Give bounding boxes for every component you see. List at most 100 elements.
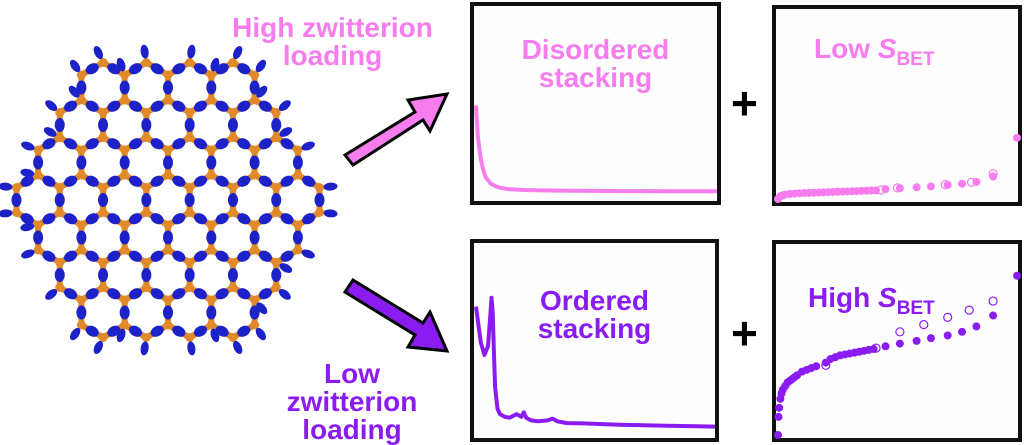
linker-unit [237, 250, 251, 262]
node-unit [228, 183, 238, 192]
linker-unit [206, 155, 217, 170]
node-unit [120, 295, 130, 305]
linker-unit [280, 138, 294, 150]
node-unit [271, 283, 281, 292]
node-unit [250, 220, 260, 230]
node-unit [228, 108, 238, 117]
node-unit [163, 145, 173, 155]
linker-unit [20, 213, 34, 225]
linker-unit [11, 193, 22, 207]
desorption-point [988, 169, 998, 179]
node-unit [163, 170, 173, 180]
linker-stub [255, 59, 267, 73]
node-unit [163, 245, 173, 255]
linker-unit [150, 325, 164, 337]
isotherm-high-title-sub: BET [896, 298, 935, 319]
linker-unit [42, 138, 56, 150]
linker-stub [279, 263, 293, 273]
node-unit [141, 58, 151, 67]
linker-stub [69, 327, 81, 341]
linker-unit [107, 63, 121, 75]
node-unit [163, 220, 173, 230]
linker-unit [76, 155, 87, 170]
plus-sign-bottom: + [731, 307, 758, 359]
linker-unit [237, 325, 251, 337]
node-unit [206, 170, 216, 180]
linker-unit [215, 138, 229, 150]
isotherm-high-title-main: High [808, 282, 878, 313]
desorption-point [988, 296, 998, 306]
node-unit [55, 258, 65, 267]
node-unit [185, 333, 195, 342]
linker-stub [69, 59, 81, 73]
linker-unit [237, 100, 251, 112]
low-loading-line-2: zwitterion loading [286, 386, 418, 445]
node-unit [228, 208, 238, 217]
isotherm-low-title-main: Low [814, 33, 878, 64]
linker-unit [249, 155, 260, 170]
node-unit [315, 208, 325, 217]
node-unit [98, 133, 108, 142]
node-unit [250, 170, 260, 180]
node-unit [271, 133, 281, 142]
linker-unit [64, 250, 78, 262]
node-unit [141, 108, 151, 117]
linker-unit [98, 268, 109, 282]
linker-unit [141, 268, 152, 282]
linker-stub [0, 182, 13, 191]
linker-stub [301, 249, 315, 259]
linker-stub [278, 100, 291, 111]
node-unit [55, 208, 65, 217]
node-unit [141, 258, 151, 267]
linker-unit [64, 288, 78, 300]
adsorption-point [774, 431, 782, 439]
node-unit [55, 108, 65, 117]
linker-unit [172, 138, 186, 150]
linker-unit [215, 213, 229, 225]
linker-unit [33, 155, 44, 170]
linker-unit [249, 230, 260, 245]
adsorption-point [881, 342, 890, 351]
node-unit [33, 145, 43, 155]
xrd-ordered-title: Ordered stacking [474, 287, 715, 343]
isotherm-high-plot [774, 271, 1021, 439]
node-unit [163, 320, 173, 330]
linker-unit [128, 138, 143, 150]
desorption-point [943, 312, 953, 322]
xrd-ordered-panel: Ordered stacking [470, 239, 719, 442]
node-unit [141, 333, 151, 342]
linker-unit [302, 213, 316, 225]
isotherm-low-panel: Low SBET [772, 5, 1022, 206]
linker-stub [93, 45, 104, 60]
linker-unit [258, 100, 272, 112]
linker-stub [0, 209, 13, 218]
node-unit [141, 183, 151, 192]
adsorption-point [926, 334, 935, 343]
linker-stub [323, 209, 338, 218]
linker-unit [280, 250, 294, 262]
node-unit [250, 70, 260, 80]
linker-unit [193, 325, 208, 337]
node-unit [76, 220, 86, 230]
desorption-point [876, 185, 886, 195]
linker-unit [107, 175, 121, 187]
linker-unit [163, 80, 173, 95]
node-unit [141, 208, 151, 217]
node-unit [185, 183, 195, 192]
node-unit [206, 95, 216, 105]
node-unit [271, 183, 281, 192]
adsorption-point [895, 339, 904, 348]
linker-unit [193, 63, 208, 75]
linker-unit [249, 80, 260, 95]
linker-unit [76, 230, 87, 245]
linker-unit [107, 100, 121, 112]
adsorption-point [774, 412, 783, 421]
linker-unit [150, 213, 164, 225]
node-unit [206, 245, 216, 255]
node-unit [98, 208, 108, 217]
adsorption-point [926, 182, 935, 191]
linker-unit [128, 63, 143, 75]
high-loading-line-2: loading [282, 40, 383, 71]
linker-stub [20, 168, 35, 178]
linker-unit [280, 213, 294, 225]
